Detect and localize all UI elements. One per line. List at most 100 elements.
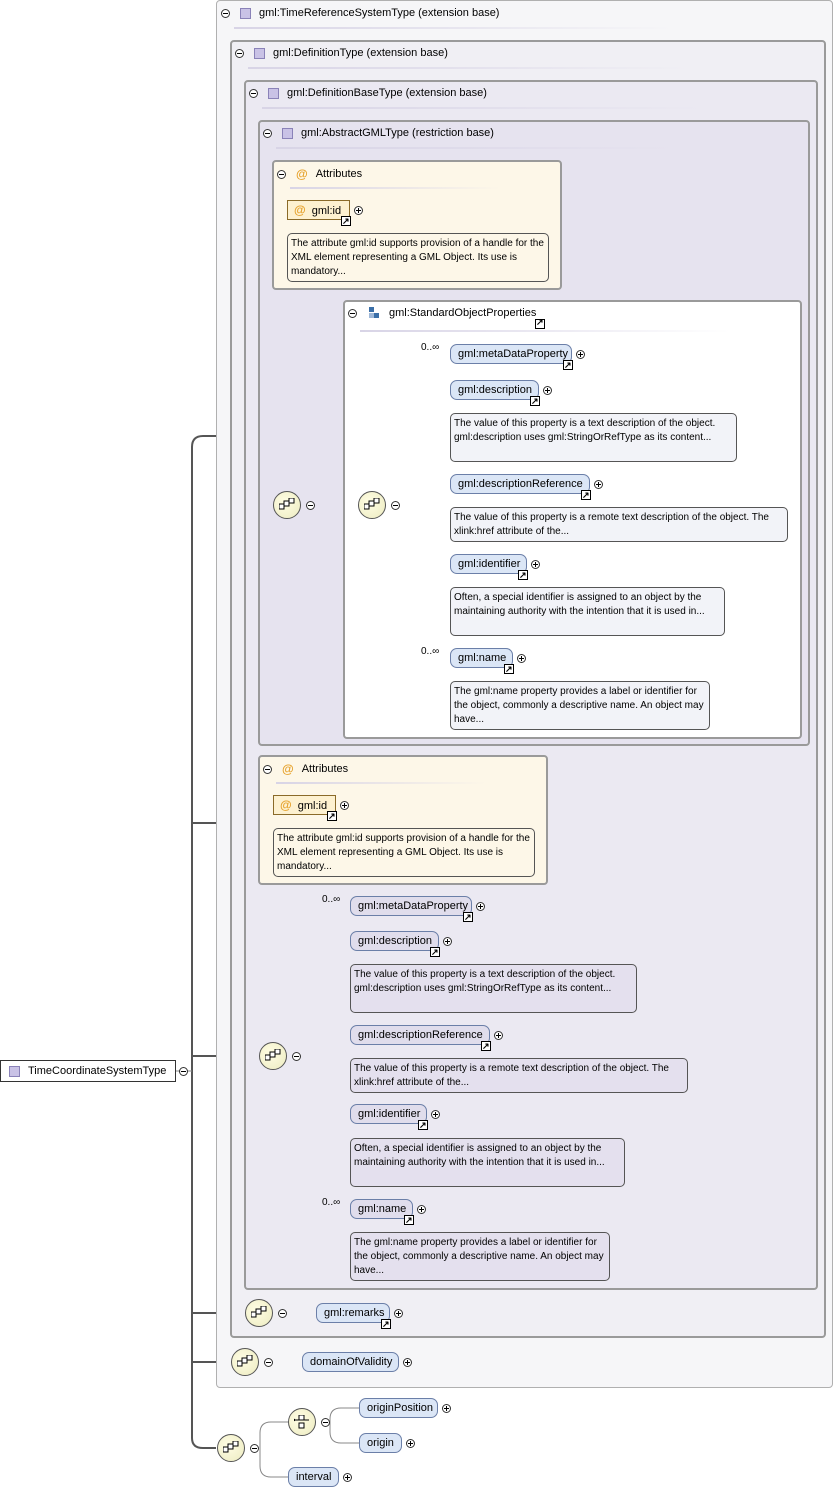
link-arrow-icon[interactable] [418, 1118, 428, 1132]
expand-icon[interactable] [594, 480, 603, 489]
attributes-label: Attributes [315, 168, 363, 180]
link-arrow-icon[interactable] [504, 662, 514, 676]
node-label: gml:descriptionReference [358, 1029, 483, 1041]
collapse-icon[interactable] [306, 501, 315, 510]
expand-icon[interactable] [543, 386, 552, 395]
link-arrow-icon[interactable] [341, 214, 351, 228]
remarks-node[interactable]: gml:remarks [316, 1303, 403, 1331]
name-node[interactable]: gml:name [450, 648, 526, 676]
expand-icon[interactable] [476, 902, 485, 911]
collapse-icon[interactable] [391, 501, 400, 510]
interval-node[interactable]: interval [288, 1467, 352, 1487]
expand-icon[interactable] [394, 1309, 403, 1318]
link-arrow-icon[interactable] [535, 317, 545, 329]
identifier-node[interactable]: gml:identifier [350, 1104, 440, 1132]
sequence-icon [273, 491, 301, 519]
collapse-icon[interactable] [221, 8, 230, 18]
header-divider [248, 67, 688, 69]
collapse-icon[interactable] [321, 1418, 330, 1427]
collapse-icon[interactable] [249, 88, 258, 98]
collapse-icon[interactable] [264, 1358, 273, 1367]
time-reference-header: gml:TimeReferenceSystemType (extension b… [221, 7, 499, 19]
collapse-icon[interactable] [278, 1309, 287, 1318]
node-label: gml:remarks [324, 1307, 385, 1319]
link-arrow-icon[interactable] [327, 809, 337, 823]
node-label: gml:description [458, 384, 532, 396]
sequence-icon [259, 1042, 287, 1070]
link-arrow-icon[interactable] [404, 1213, 414, 1227]
node-label: gml:description [358, 935, 432, 947]
expand-icon[interactable] [494, 1031, 503, 1040]
expand-icon[interactable] [443, 937, 452, 946]
link-arrow-icon[interactable] [563, 358, 573, 372]
node-label: gml:identifier [458, 558, 521, 570]
attr-id-node[interactable]: @ gml:id [273, 795, 349, 823]
node-label: gml:metaDataProperty [358, 900, 469, 912]
attribute-icon: @ [294, 203, 306, 217]
node-label: gml:descriptionReference [458, 478, 583, 490]
domain-of-validity-node[interactable]: domainOfValidity [302, 1352, 412, 1372]
node-label: gml:name [458, 652, 507, 664]
collapse-icon[interactable] [292, 1052, 301, 1061]
expand-icon[interactable] [576, 350, 585, 359]
expand-icon[interactable] [531, 560, 540, 569]
group-header: gml:StandardObjectProperties [348, 307, 536, 319]
identifier-node[interactable]: gml:identifier [450, 554, 540, 582]
description-reference-node[interactable]: gml:descriptionReference [350, 1025, 503, 1053]
header-divider [360, 330, 730, 332]
collapse-icon[interactable] [348, 308, 357, 318]
expand-icon[interactable] [417, 1205, 426, 1214]
definition-base-label: gml:DefinitionBaseType (extension base) [287, 87, 487, 99]
link-arrow-icon[interactable] [481, 1039, 491, 1053]
link-arrow-icon[interactable] [463, 910, 473, 924]
attr-id-label: gml:id [311, 205, 342, 217]
root-element[interactable]: TimeCoordinateSystemType [0, 1060, 176, 1082]
attr-id-label: gml:id [297, 800, 328, 812]
collapse-icon[interactable] [263, 764, 272, 774]
description-doc: The value of this property is a text des… [450, 413, 737, 462]
node-label: originPosition [367, 1402, 434, 1414]
cardinality-label: 0..∞ [421, 646, 440, 657]
cardinality-label: 0..∞ [322, 1197, 341, 1208]
abstract-gml-header: gml:AbstractGMLType (restriction base) [263, 127, 494, 139]
name-node[interactable]: gml:name [350, 1199, 426, 1227]
collapse-icon[interactable] [277, 169, 286, 179]
description-node[interactable]: gml:description [350, 931, 452, 959]
attributes-label: Attributes [301, 763, 349, 775]
link-arrow-icon[interactable] [530, 394, 540, 408]
node-label: domainOfValidity [310, 1356, 393, 1368]
origin-node[interactable]: origin [359, 1433, 415, 1453]
choice-icon [288, 1408, 316, 1436]
expand-icon[interactable] [442, 1404, 451, 1413]
collapse-icon[interactable] [235, 48, 244, 58]
attr-id-node[interactable]: @ gml:id [287, 200, 363, 228]
identifier-doc: Often, a special identifier is assigned … [450, 587, 725, 636]
collapse-icon[interactable] [250, 1444, 259, 1453]
group-label: gml:StandardObjectProperties [389, 307, 537, 319]
header-divider [276, 147, 676, 149]
description-reference-node[interactable]: gml:descriptionReference [450, 474, 603, 502]
complex-type-icon [9, 1065, 20, 1077]
expand-icon[interactable] [517, 654, 526, 663]
link-arrow-icon[interactable] [430, 945, 440, 959]
expand-icon[interactable] [340, 801, 349, 810]
link-arrow-icon[interactable] [381, 1317, 391, 1331]
link-arrow-icon[interactable] [581, 488, 591, 502]
description-node[interactable]: gml:description [450, 380, 552, 408]
sequence-icon [217, 1434, 245, 1462]
attribute-icon: @ [280, 798, 292, 812]
sequence-icon [358, 491, 386, 519]
collapse-icon[interactable] [263, 128, 272, 138]
meta-data-property-node[interactable]: gml:metaDataProperty [350, 896, 485, 924]
collapse-icon[interactable] [179, 1067, 188, 1076]
expand-icon[interactable] [431, 1110, 440, 1119]
expand-icon[interactable] [343, 1473, 352, 1482]
sequence-icon [231, 1348, 259, 1376]
expand-icon[interactable] [354, 206, 363, 215]
meta-data-property-node[interactable]: gml:metaDataProperty [450, 344, 585, 372]
expand-icon[interactable] [406, 1439, 415, 1448]
origin-position-node[interactable]: originPosition [359, 1398, 451, 1418]
complex-type-icon [282, 127, 293, 139]
link-arrow-icon[interactable] [518, 568, 528, 582]
expand-icon[interactable] [403, 1358, 412, 1367]
